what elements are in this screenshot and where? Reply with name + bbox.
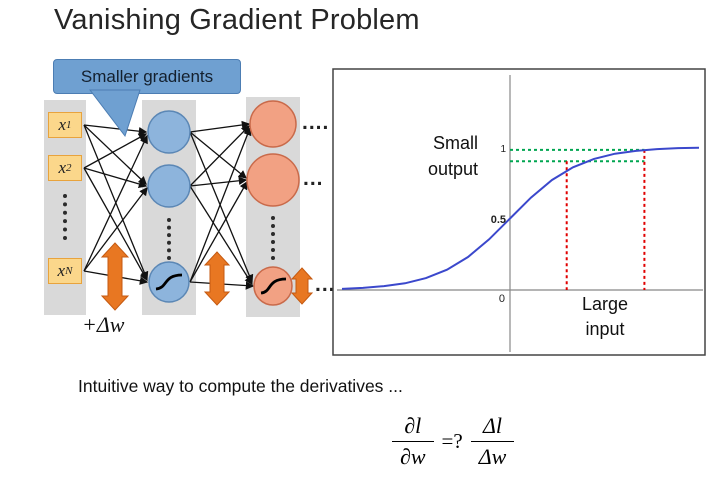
equals-question: =? xyxy=(441,429,463,453)
plot-border xyxy=(332,68,706,356)
connections-hidden-output xyxy=(189,120,255,290)
gradient-arrow-3 xyxy=(290,267,314,305)
gradient-arrow-1 xyxy=(100,242,130,311)
derivatives-text: Intuitive way to compute the derivatives… xyxy=(78,376,403,396)
output-node-2 xyxy=(246,153,300,207)
output-node-1 xyxy=(249,100,297,148)
delta-w-label: +Δw xyxy=(82,312,125,337)
delta-numerator: Δl xyxy=(483,413,503,438)
output-ellipsis-vertical xyxy=(271,216,275,260)
small-output-label: Small output xyxy=(427,133,478,180)
sigmoid-plot: 1 0.5 0 xyxy=(332,68,706,356)
output-sigmoid-icon xyxy=(260,277,287,295)
connections-input-hidden xyxy=(83,124,149,285)
delta-fraction: Δl Δw xyxy=(470,413,515,470)
sigmoid-curve xyxy=(341,146,700,290)
tick-0-5: 0.5 xyxy=(491,214,506,226)
partial-numerator: ∂l xyxy=(404,413,422,438)
ellipsis-mid: ... xyxy=(303,167,324,190)
network-svg xyxy=(44,89,314,317)
ellipsis-top: .... xyxy=(302,111,330,134)
derivative-formula: ∂l ∂w =? Δl Δw xyxy=(392,413,515,470)
hidden-node-1 xyxy=(147,110,191,154)
smaller-gradients-callout: Smaller gradients xyxy=(53,59,241,94)
input-ellipsis-vertical xyxy=(63,194,67,240)
large-input-label: Large input xyxy=(581,294,629,340)
hidden-node-sigmoid xyxy=(148,261,190,303)
slide-title: Vanishing Gradient Problem xyxy=(54,4,420,36)
output-node-sigmoid xyxy=(253,266,293,306)
gradient-arrow-2 xyxy=(203,251,231,306)
tick-1: 1 xyxy=(500,144,506,155)
callout-tail xyxy=(88,89,141,138)
hidden-node-2 xyxy=(147,164,191,208)
hidden-ellipsis-vertical xyxy=(167,218,171,260)
delta-denominator: Δw xyxy=(470,441,515,470)
callout-text: Smaller gradients xyxy=(80,66,214,86)
ellipsis-bottom: ... xyxy=(315,273,336,296)
partial-denominator: ∂w xyxy=(392,441,434,470)
tick-0: 0 xyxy=(499,293,505,305)
hidden-sigmoid-icon xyxy=(155,273,183,291)
partial-fraction: ∂l ∂w xyxy=(392,413,434,470)
